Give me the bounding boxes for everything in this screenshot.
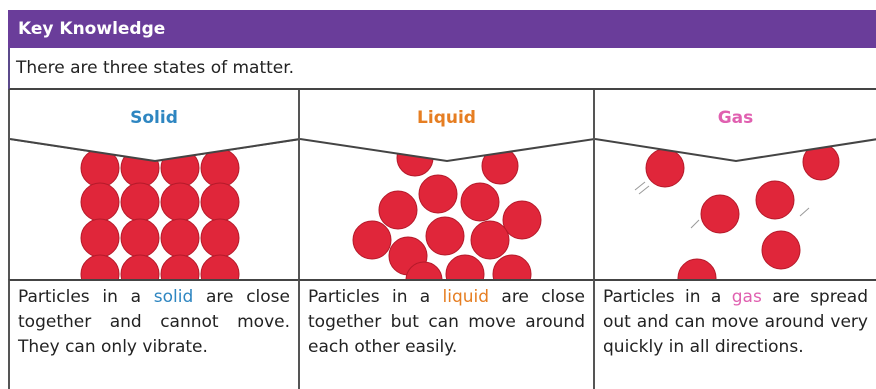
gas-particles-illustration xyxy=(595,90,876,279)
gas-title: Gas xyxy=(717,108,754,128)
liquid-description-rest: are close together but can move around e… xyxy=(308,287,585,357)
solid-keyword: solid xyxy=(153,287,194,307)
solid-description-rest: are close together and cannot move. They… xyxy=(18,287,290,357)
gas-panel: Gas xyxy=(593,90,876,279)
key-knowledge-card: Key Knowledge There are three states of … xyxy=(0,10,876,389)
section-header: Key Knowledge xyxy=(8,10,876,48)
gas-description-lead: Particles in a xyxy=(603,287,732,307)
solid-title: Solid xyxy=(130,108,178,128)
liquid-title: Liquid xyxy=(417,108,476,128)
gas-keyword: gas xyxy=(731,287,762,307)
liquid-particles-illustration xyxy=(300,90,593,279)
solid-description-lead: Particles in a xyxy=(18,287,154,307)
gas-description-rest: are spread out and can move around very … xyxy=(603,287,868,357)
liquid-description-lead: Particles in a xyxy=(308,287,443,307)
liquid-keyword: liquid xyxy=(442,287,490,307)
liquid-panel: Liquid xyxy=(298,90,593,279)
solid-panel: Solid xyxy=(8,90,298,279)
liquid-description: Particles in a liquid are close together… xyxy=(298,279,593,389)
gas-description: Particles in a gas are spread out and ca… xyxy=(593,279,876,389)
solid-description: Particles in a solid are close together … xyxy=(8,279,298,389)
intro-text: There are three states of matter. xyxy=(8,48,876,90)
solid-particles-illustration xyxy=(10,90,298,279)
